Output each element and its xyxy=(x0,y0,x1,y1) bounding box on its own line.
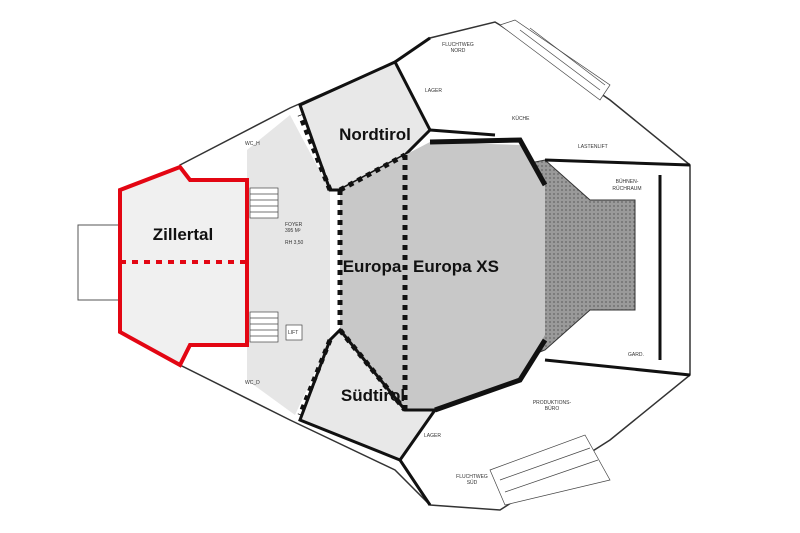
label-europa-xs: Europa XS xyxy=(413,257,499,276)
label-lift: LIFT xyxy=(288,330,298,336)
label-lager-nord: LAGER xyxy=(425,88,442,94)
hall-wall xyxy=(434,338,548,413)
label-buehnenraum: BÜHNEN- xyxy=(616,178,639,185)
label-suedtirol: Südtirol xyxy=(341,386,405,405)
entrance-annex xyxy=(77,224,121,301)
label-foyer-area: 395 M² xyxy=(285,228,301,234)
label-europa: Europa xyxy=(343,257,402,276)
label-fluchtweg-nord: FLUCHTWEG xyxy=(442,42,474,48)
label-nordtirol: Nordtirol xyxy=(339,125,411,144)
label-wc-d: WC_D xyxy=(245,380,260,386)
label-kueche: KÜCHE xyxy=(512,115,530,122)
label-foyer: FOYER xyxy=(285,222,303,228)
label-produktion-2: BÜRO xyxy=(545,405,560,412)
stairs-north xyxy=(499,19,611,101)
label-fluchtweg-sued-2: SÜD xyxy=(467,479,478,486)
label-lastenlift: LASTENLIFT xyxy=(578,144,608,150)
service-walls xyxy=(394,36,691,506)
label-wc-h: WC_H xyxy=(245,141,260,147)
label-zillertal: Zillertal xyxy=(153,225,213,244)
label-gard: GARD. xyxy=(628,352,644,358)
partition-walls xyxy=(297,114,408,416)
label-buehnenraum-2: RÜCHRAUM xyxy=(612,185,641,192)
stairs-south xyxy=(489,434,611,506)
hall-wall xyxy=(429,137,548,187)
label-fluchtweg-sued: FLUCHTWEG xyxy=(456,474,488,480)
foyer-stairs xyxy=(249,187,303,343)
label-lager-sued: LAGER xyxy=(424,433,441,439)
label-foyer-height: RH 3,50 xyxy=(285,240,304,246)
label-produktion: PRODUKTIONS- xyxy=(533,400,572,406)
room-zillertal[interactable] xyxy=(118,164,249,368)
room-europa-xs[interactable] xyxy=(405,142,545,410)
label-fluchtweg-nord-2: NORD xyxy=(451,48,466,54)
